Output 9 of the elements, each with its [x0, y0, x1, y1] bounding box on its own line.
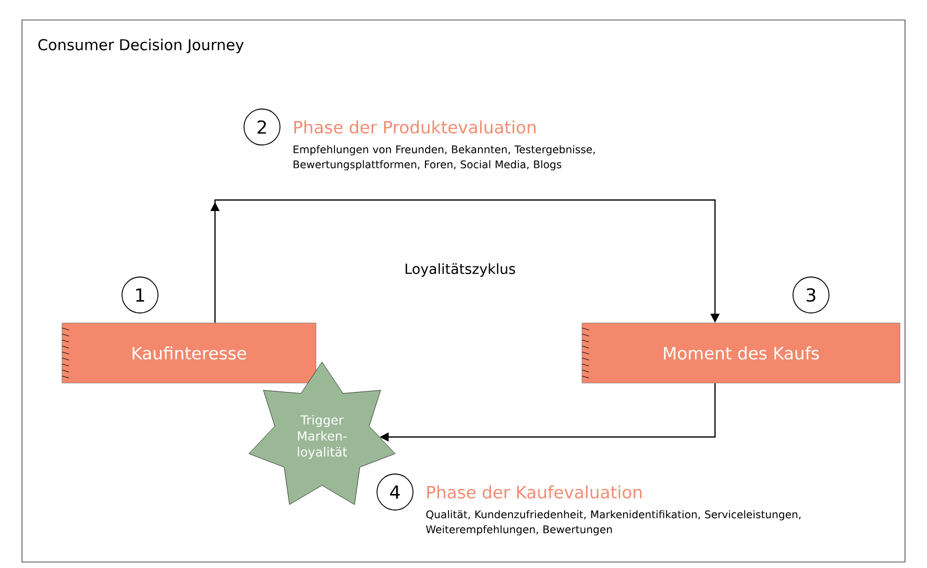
phase-description: Qualität, Kundenzufriedenheit, Markenidentifikation, Serviceleistungen, Weiterempfehlungen, Bewertungen: [426, 510, 800, 536]
cycle-label: Loyalitätszyklus: [406, 263, 516, 277]
phase-heading: Phase der Kaufevaluation: [427, 485, 642, 499]
stage-box: Kaufinteresse: [62, 322, 316, 384]
title: Consumer Decision Journey: [38, 38, 244, 54]
phase-heading: Phase der Produktevaluation: [294, 120, 536, 134]
phase-description: Empfehlungen von Freunden, Bekannten, Testergebnisse, Bewertungsplattformen, Foren, Social Media, Blogs: [294, 145, 595, 170]
stage-box: Moment des Kaufs: [582, 322, 900, 384]
arrow: [210, 199, 720, 323]
